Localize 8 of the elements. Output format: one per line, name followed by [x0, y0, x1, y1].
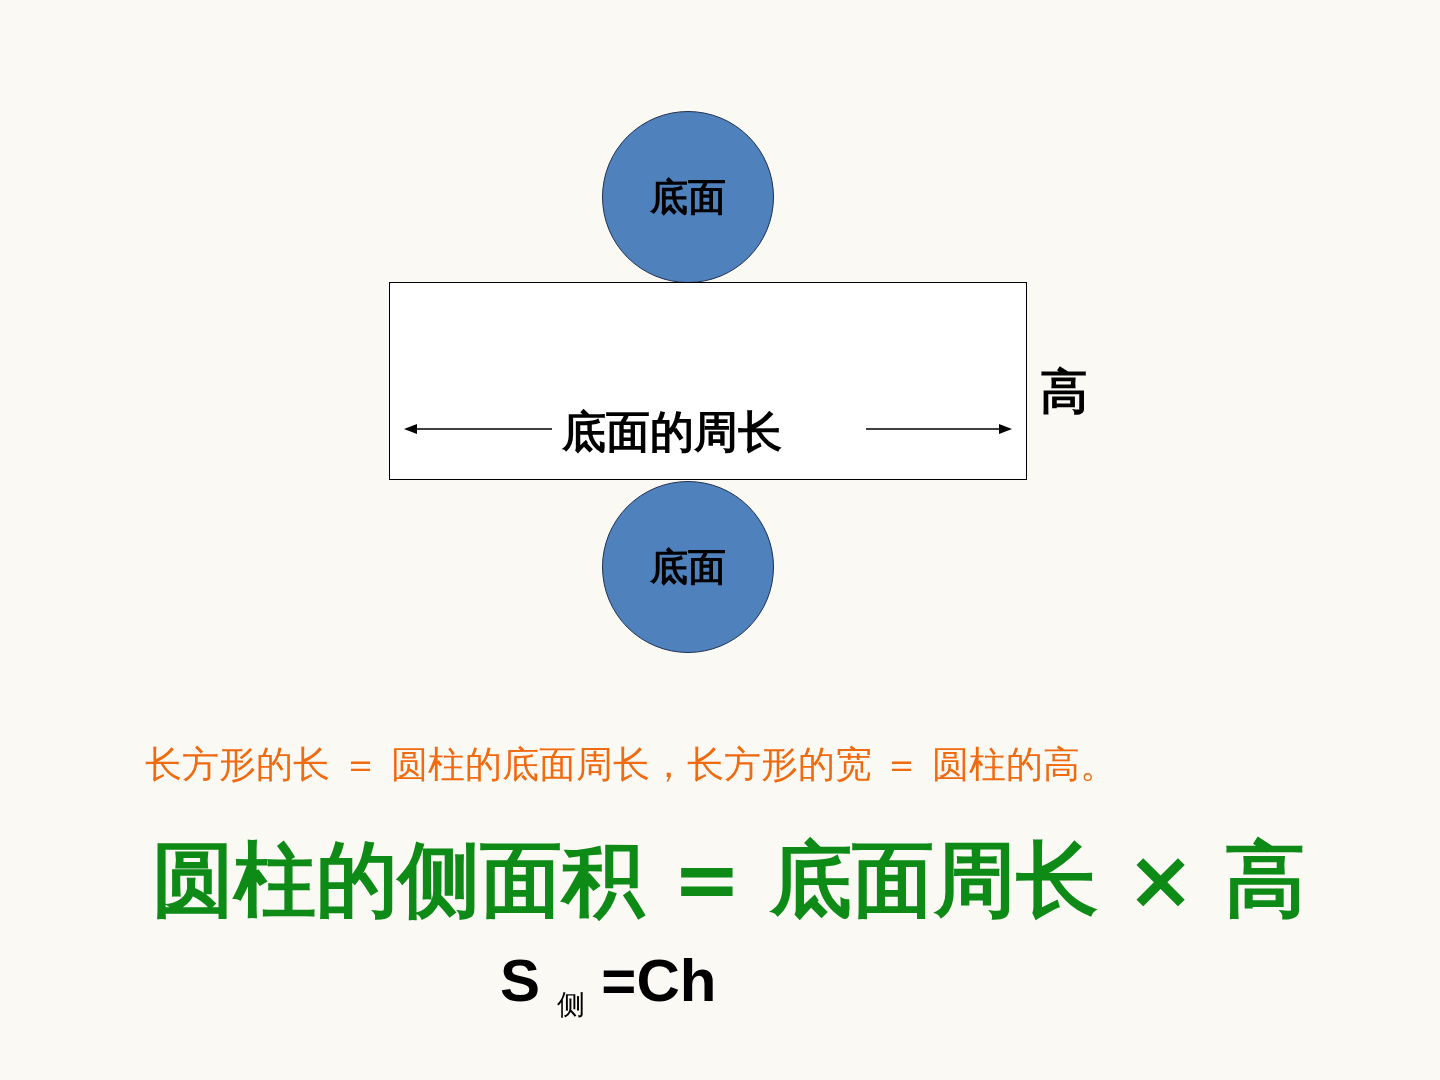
note-text: 长方形的长 ＝ 圆柱的底面周长，长方形的宽 ＝ 圆柱的高。 [145, 742, 1118, 788]
dimension-label: 高 [1040, 362, 1088, 421]
side-rectangle [389, 282, 1027, 480]
formula-text: S $_{侧}$ =Ch [500, 946, 717, 1022]
circle-label: 底面 [650, 172, 726, 221]
circle-label: 底面 [650, 542, 726, 591]
dimension-label: 底面的周长 [562, 405, 782, 459]
formula-text: 圆柱的侧面积 = 底面周长 × 高 [152, 831, 1306, 929]
